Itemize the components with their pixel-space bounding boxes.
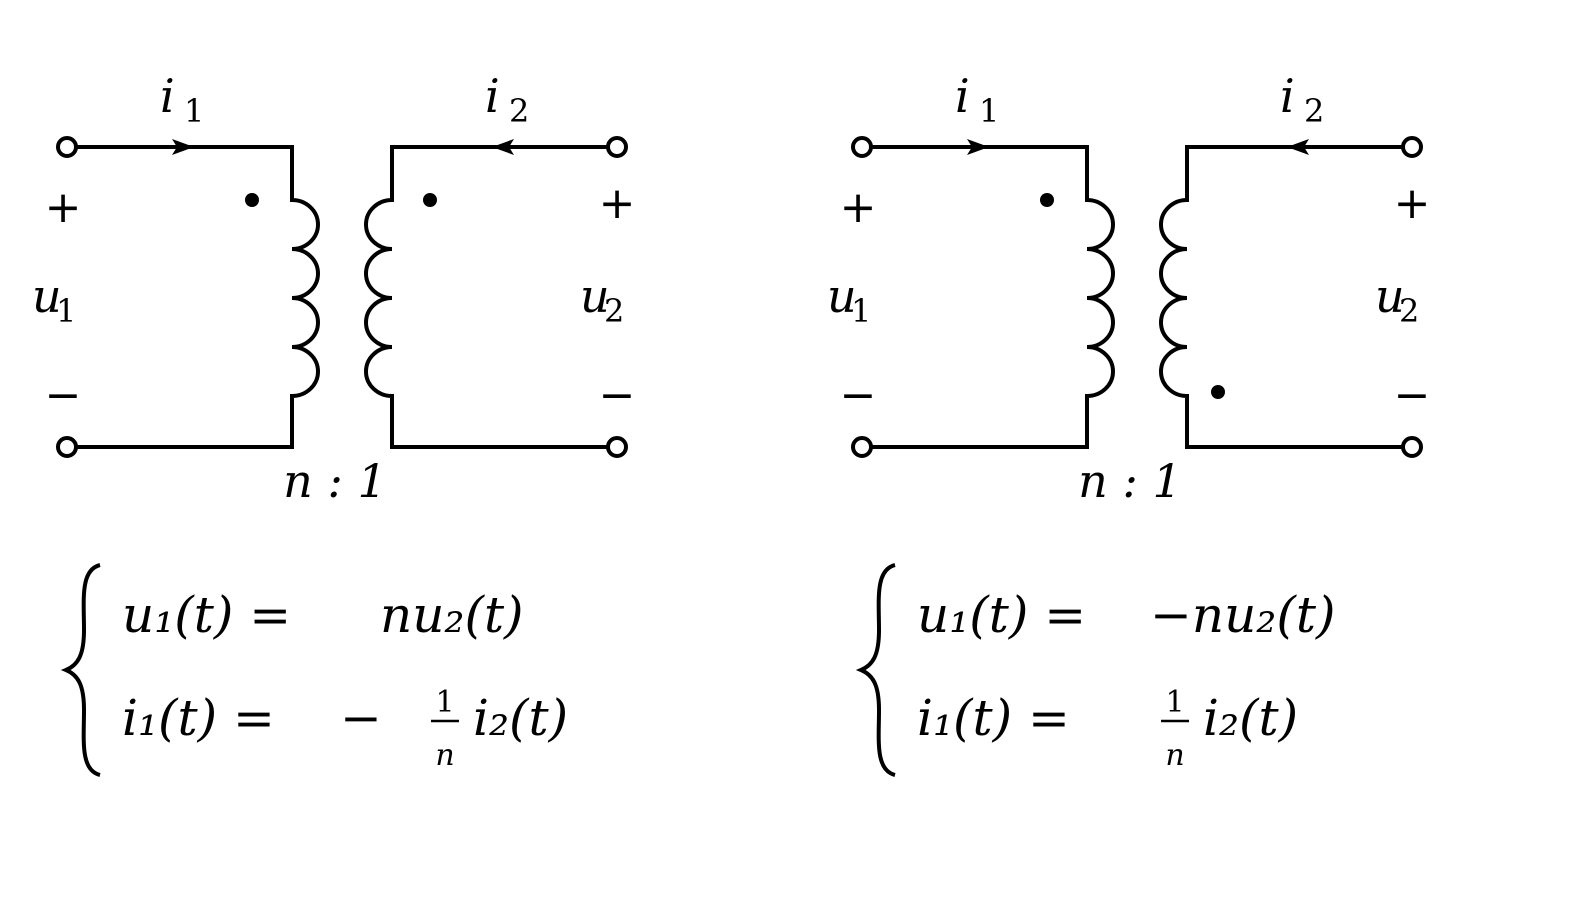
equation-current-lhs: i₁(t) = xyxy=(917,689,1070,747)
u1-subscript: 1 xyxy=(56,292,76,330)
u2-subscript: 2 xyxy=(1399,292,1419,330)
u1-label: u xyxy=(827,269,857,323)
plus-sign-left: + xyxy=(45,182,82,233)
fraction-denominator: n xyxy=(435,738,454,773)
u1-label: u xyxy=(32,269,62,323)
circuit-right xyxy=(851,136,1423,458)
i1-subscript: 1 xyxy=(979,92,999,130)
u1-subscript: 1 xyxy=(851,292,871,330)
u2-label: u xyxy=(1375,269,1405,323)
i2-label: i xyxy=(485,69,500,123)
plus-sign-right: + xyxy=(1394,178,1431,229)
u2-subscript: 2 xyxy=(604,292,624,330)
equation-current-rhs: i₂(t) xyxy=(473,689,568,747)
equation-current-lhs: i₁(t) = xyxy=(122,689,275,747)
i2-subscript: 2 xyxy=(1304,92,1324,130)
turns-ratio-label: n : 1 xyxy=(283,454,387,508)
plus-sign-right: + xyxy=(599,178,636,229)
equation-brace xyxy=(60,563,101,777)
fraction-numerator: 1 xyxy=(1165,685,1184,720)
equation-voltage-rhs: −nu₂(t) xyxy=(1150,586,1335,644)
equation-current-rhs: i₂(t) xyxy=(1203,689,1298,747)
equation-current-sign: − xyxy=(340,689,382,747)
equation-brace xyxy=(855,563,896,777)
equation-voltage-lhs: u₁(t) = xyxy=(122,586,291,644)
i1-label: i xyxy=(160,69,175,123)
equation-voltage-lhs: u₁(t) = xyxy=(917,586,1086,644)
plus-sign-left: + xyxy=(840,182,877,233)
minus-sign-left: − xyxy=(840,370,877,421)
equation-voltage-rhs: nu₂(t) xyxy=(380,586,524,644)
i1-label: i xyxy=(955,69,970,123)
circuit-left xyxy=(56,136,628,458)
i1-subscript: 1 xyxy=(184,92,204,130)
secondary-polarity-dot xyxy=(423,193,437,207)
i2-subscript: 2 xyxy=(509,92,529,130)
minus-sign-left: − xyxy=(45,370,82,421)
turns-ratio-label: n : 1 xyxy=(1078,454,1182,508)
u2-label: u xyxy=(580,269,610,323)
fraction-numerator: 1 xyxy=(435,685,454,720)
minus-sign-right: − xyxy=(599,370,636,421)
secondary-polarity-dot xyxy=(1211,385,1225,399)
minus-sign-right: − xyxy=(1394,370,1431,421)
fraction-denominator: n xyxy=(1165,738,1184,773)
i2-label: i xyxy=(1280,69,1295,123)
